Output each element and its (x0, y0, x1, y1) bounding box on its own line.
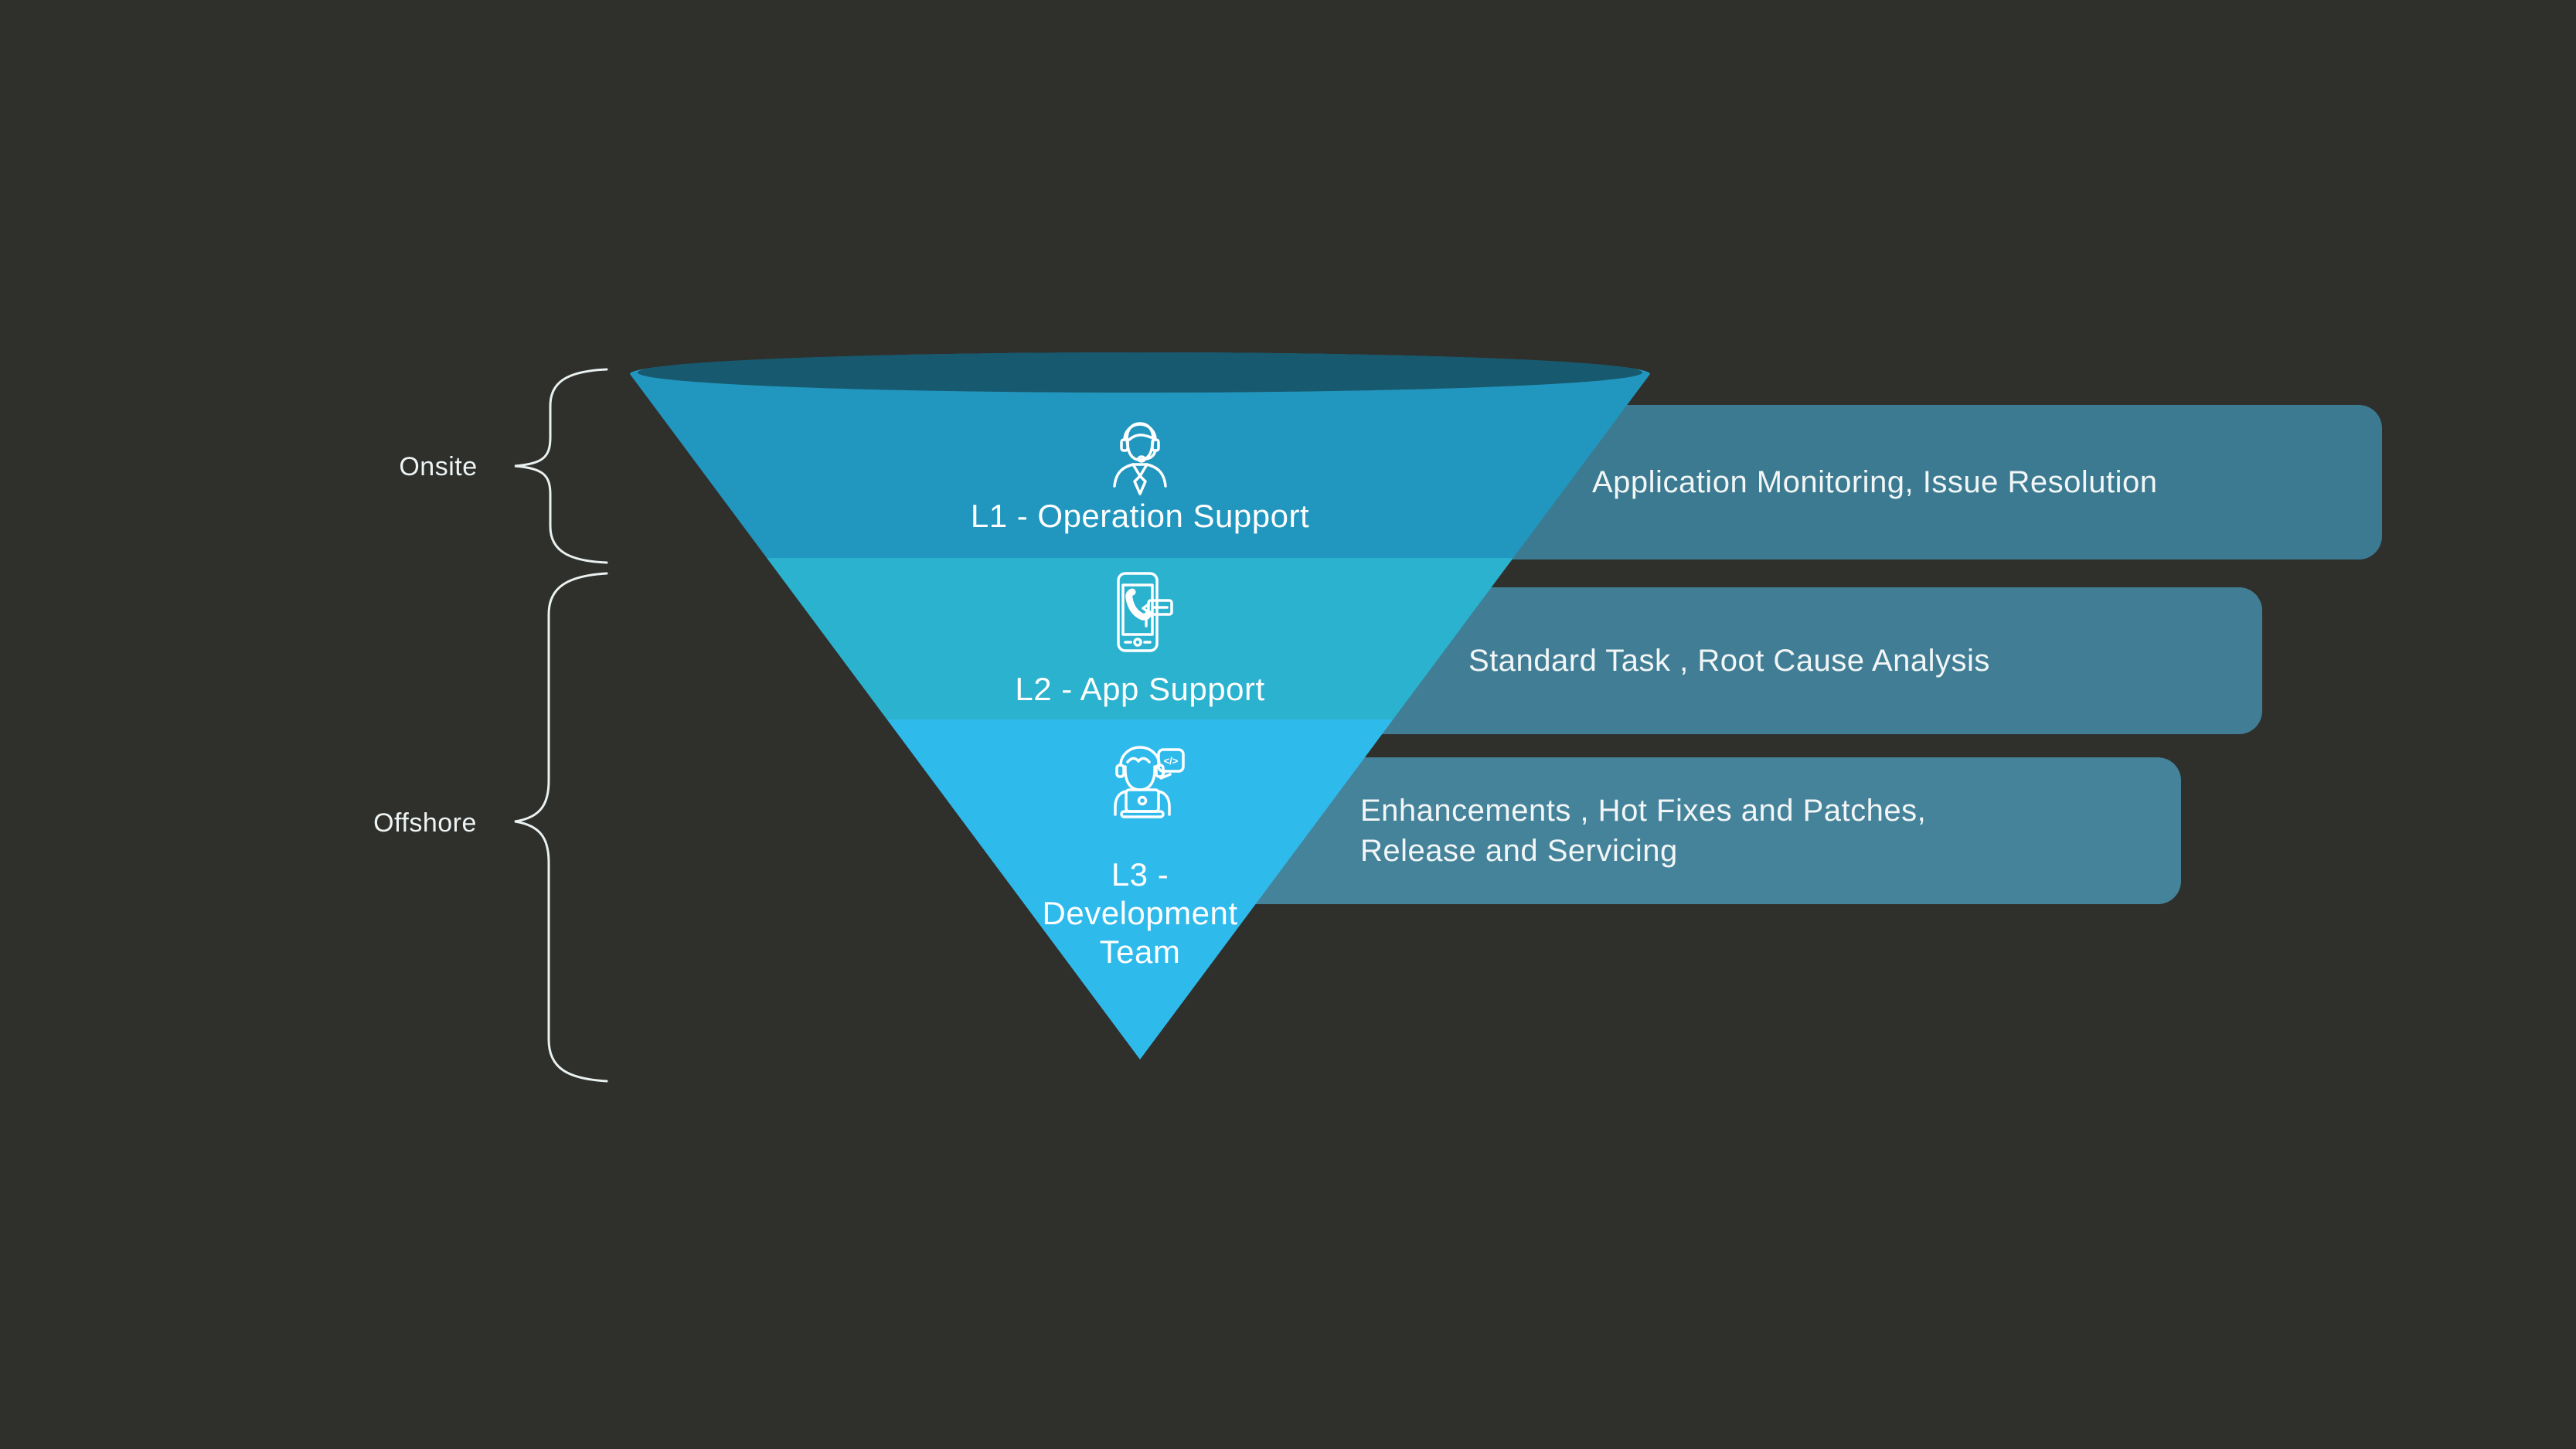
annotation-text-l1: Application Monitoring, Issue Resolution (1592, 465, 2158, 499)
support-agent-icon (1113, 422, 1167, 495)
annotation-box-l1: Application Monitoring, Issue Resolution (1468, 405, 2382, 560)
annotation-box-l2: Standard Task , Root Cause Analysis (1345, 587, 2262, 734)
annotation-box-l3: Enhancements , Hot Fixes and Patches, Re… (1206, 757, 2181, 904)
offshore-label: Offshore (373, 808, 477, 838)
funnel-level-2-label: L2 - App Support (1015, 671, 1265, 707)
code-glyph: </> (1164, 755, 1179, 767)
onsite-label: Onsite (399, 452, 478, 481)
annotation-text-l2: Standard Task , Root Cause Analysis (1468, 644, 1990, 678)
funnel-top-opening (638, 352, 1642, 393)
annotation-text-l3: Enhancements , Hot Fixes and Patches, Re… (1360, 794, 1927, 868)
funnel-level-1-label: L1 - Operation Support (970, 498, 1310, 534)
funnel-level-3-label: L3 - Development Team (1042, 856, 1238, 970)
phone-support-icon (1117, 572, 1173, 652)
developer-icon: </> (1114, 746, 1185, 818)
